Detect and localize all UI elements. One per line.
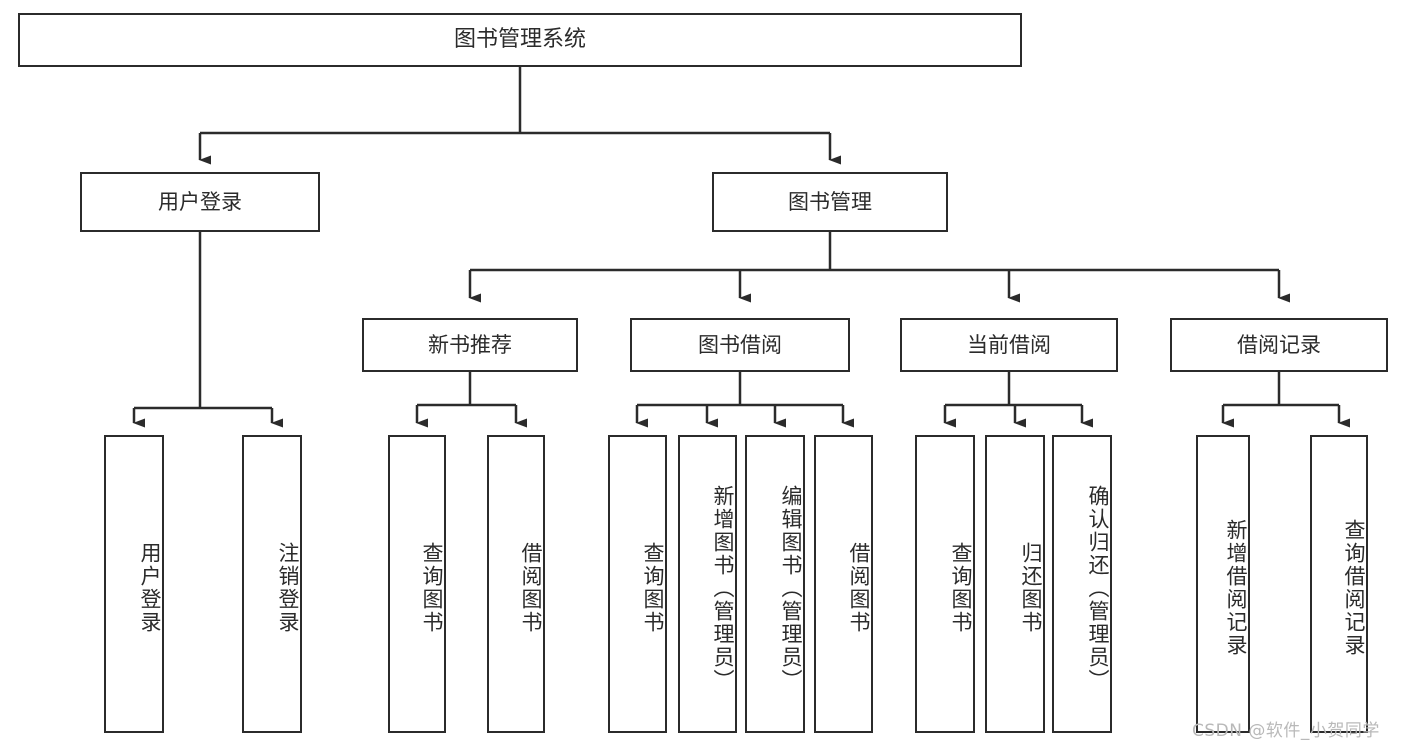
node-user-login-label: 用户登录: [158, 189, 242, 214]
leaf-query-book-borrow-label: 查询图书: [641, 542, 665, 634]
leaf-add-book-admin[interactable]: 新增图书（管理员）: [678, 435, 737, 733]
leaf-return-book-label: 归还图书: [1019, 542, 1043, 634]
leaf-user-login[interactable]: 用户登录: [104, 435, 164, 733]
leaf-add-book-admin-label: 新增图书（管理员）: [711, 484, 735, 692]
node-borrow-record[interactable]: 借阅记录: [1170, 318, 1388, 372]
node-current-borrow-label: 当前借阅: [967, 332, 1051, 357]
leaf-borrow-book[interactable]: 借阅图书: [814, 435, 873, 733]
node-book-borrow-label: 图书借阅: [698, 332, 782, 357]
leaf-edit-book-admin[interactable]: 编辑图书（管理员）: [745, 435, 805, 733]
node-book-management[interactable]: 图书管理: [712, 172, 948, 232]
node-current-borrow[interactable]: 当前借阅: [900, 318, 1118, 372]
watermark: CSDN @软件_小贺同学: [1192, 721, 1380, 741]
leaf-return-book[interactable]: 归还图书: [985, 435, 1045, 733]
leaf-query-book-recommend-label: 查询图书: [420, 542, 444, 634]
node-new-book-recommend[interactable]: 新书推荐: [362, 318, 578, 372]
leaf-confirm-return-admin[interactable]: 确认归还（管理员）: [1052, 435, 1112, 733]
leaf-query-book-current[interactable]: 查询图书: [915, 435, 975, 733]
leaf-query-book-recommend[interactable]: 查询图书: [388, 435, 446, 733]
leaf-borrow-book-label: 借阅图书: [847, 542, 871, 634]
leaf-query-borrow-record-label: 查询借阅记录: [1342, 519, 1366, 657]
node-new-book-recommend-label: 新书推荐: [428, 332, 512, 357]
leaf-add-borrow-record[interactable]: 新增借阅记录: [1196, 435, 1250, 733]
leaf-borrow-book-recommend[interactable]: 借阅图书: [487, 435, 545, 733]
leaf-query-borrow-record[interactable]: 查询借阅记录: [1310, 435, 1368, 733]
node-book-management-label: 图书管理: [788, 189, 872, 214]
node-borrow-record-label: 借阅记录: [1237, 332, 1321, 357]
leaf-borrow-book-recommend-label: 借阅图书: [519, 542, 543, 634]
leaf-confirm-return-admin-label: 确认归还（管理员）: [1086, 484, 1110, 692]
leaf-user-login-label: 用户登录: [138, 542, 162, 634]
node-user-login[interactable]: 用户登录: [80, 172, 320, 232]
node-root[interactable]: 图书管理系统: [18, 13, 1022, 67]
leaf-query-book-current-label: 查询图书: [949, 542, 973, 634]
leaf-edit-book-admin-label: 编辑图书（管理员）: [779, 484, 803, 692]
node-root-label: 图书管理系统: [453, 27, 586, 53]
leaf-query-book-borrow[interactable]: 查询图书: [608, 435, 667, 733]
leaf-add-borrow-record-label: 新增借阅记录: [1224, 519, 1248, 657]
leaf-user-logout[interactable]: 注销登录: [242, 435, 302, 733]
leaf-user-logout-label: 注销登录: [276, 542, 300, 634]
node-book-borrow[interactable]: 图书借阅: [630, 318, 850, 372]
